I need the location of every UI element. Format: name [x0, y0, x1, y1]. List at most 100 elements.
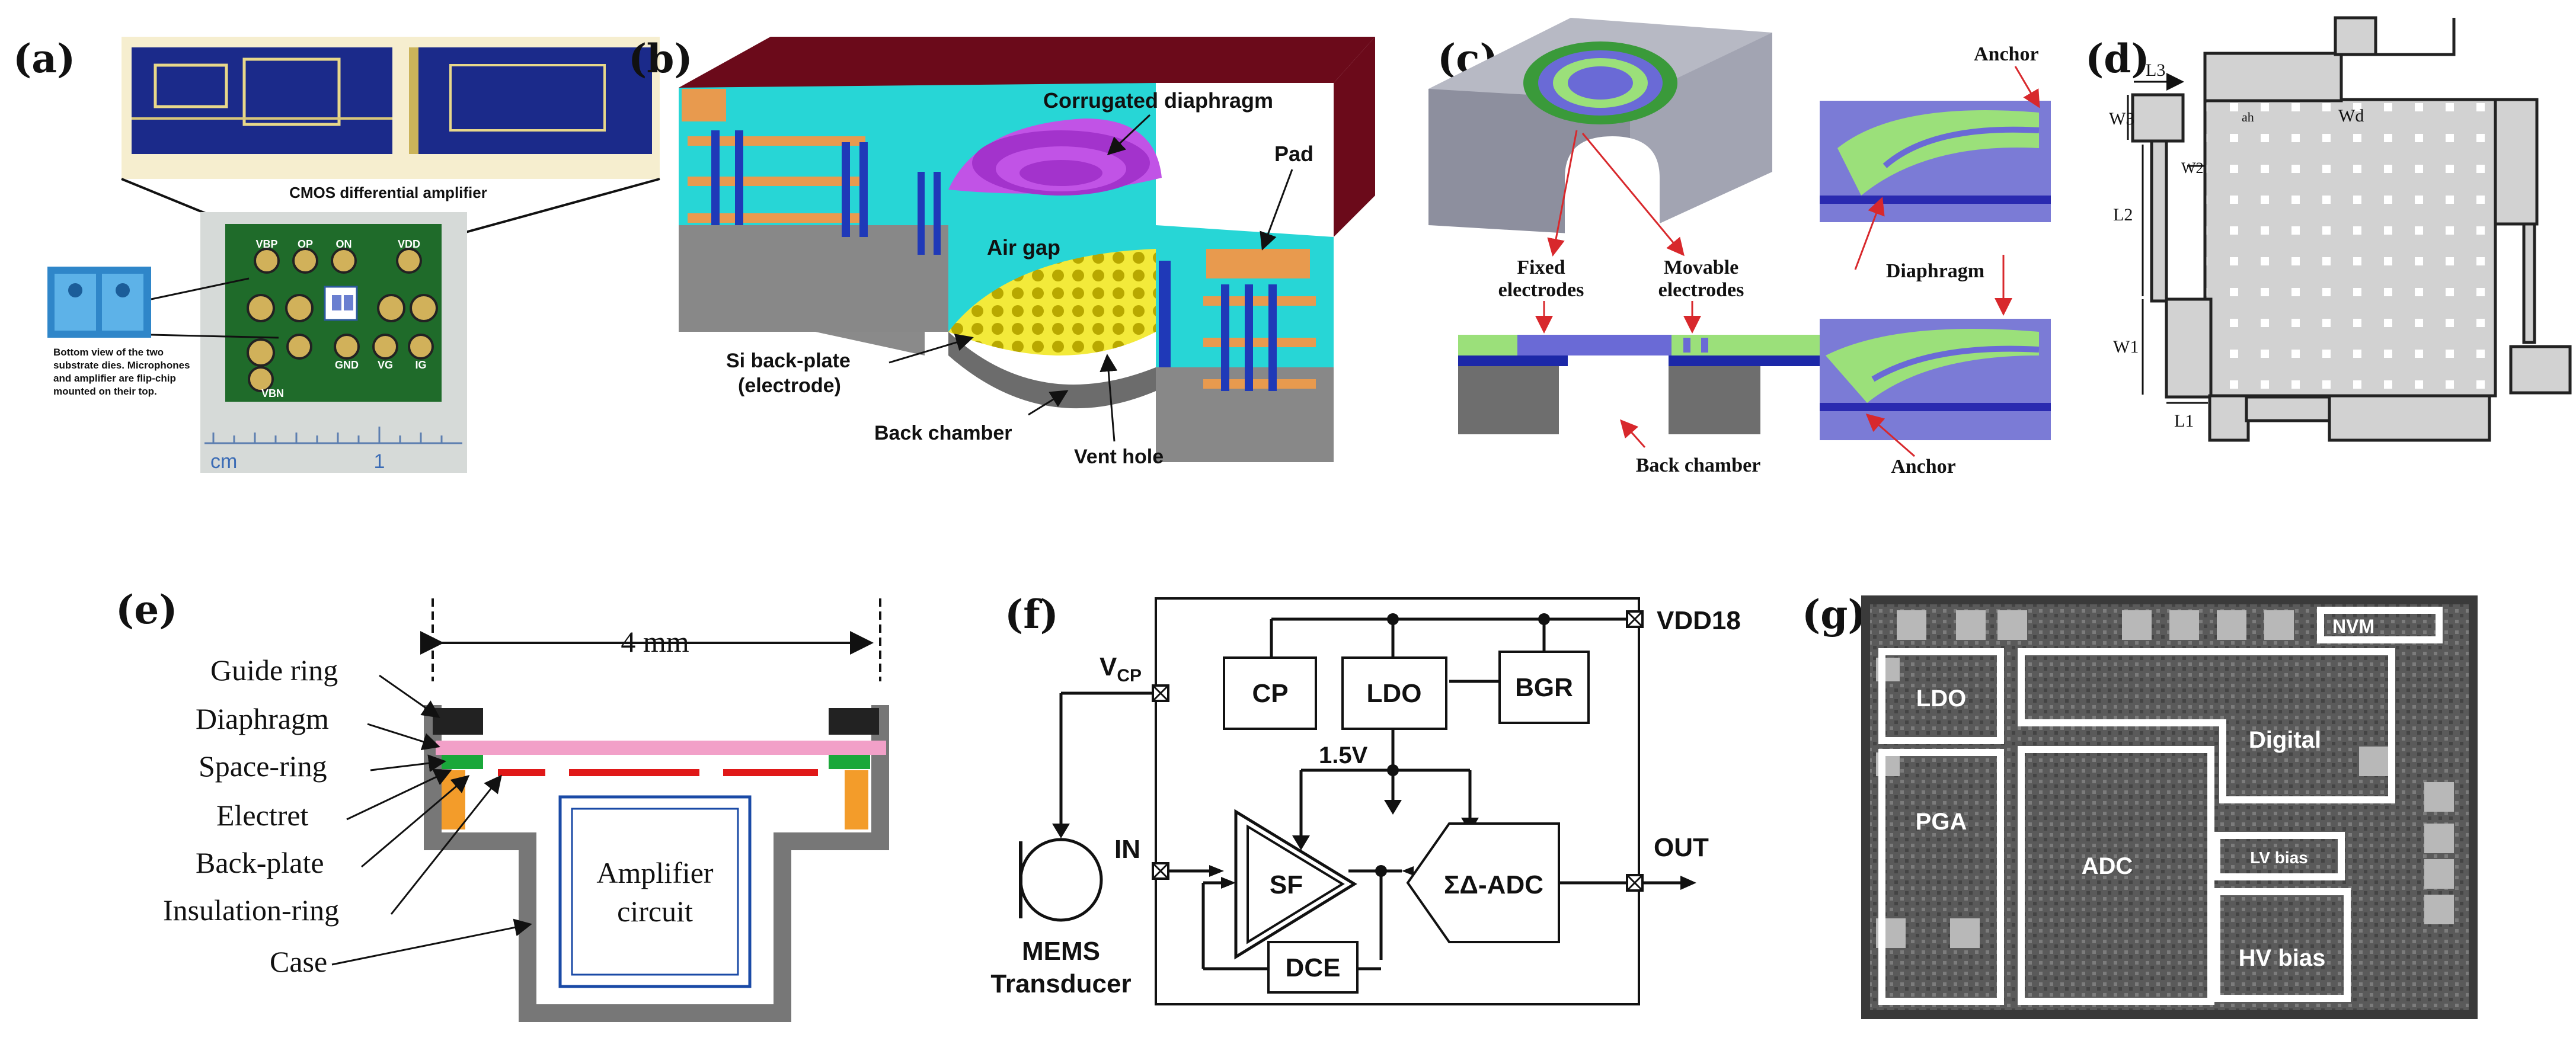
ruler-number: 1 — [374, 450, 385, 473]
amp-label-2: circuit — [617, 895, 693, 928]
layer-electret: Electret — [216, 799, 309, 832]
side-note: Bottom view of the two substrate dies. M… — [53, 347, 193, 397]
pin-label-ig: IG — [415, 359, 426, 371]
digital-region — [2018, 648, 2395, 803]
mems-transducer — [1019, 838, 1103, 922]
spring-diaphragm-layout — [2131, 16, 2572, 442]
label-vcp: VCP — [1100, 652, 1142, 686]
layer-case: Case — [270, 945, 327, 978]
layer-insulation-ring: Insulation-ring — [163, 893, 339, 927]
orange-layers — [682, 89, 1316, 389]
panel-a: (a) CMOS differential amplifier — [13, 36, 660, 473]
label-anchor-bottom: Anchor — [1891, 456, 1956, 478]
panel-f: (f) — [990, 591, 1741, 1005]
label-dce: DCE — [1286, 953, 1341, 982]
leader-lines — [331, 674, 532, 966]
red-arrow — [2014, 66, 2040, 108]
label-movable-1: Movable — [1664, 257, 1739, 278]
label-air-gap: Air gap — [987, 235, 1060, 260]
panel-label-e: (e) — [116, 587, 177, 633]
label-out: OUT — [1654, 833, 1709, 862]
label-1p5v: 1.5V — [1319, 742, 1368, 768]
adc-region — [2018, 746, 2214, 1005]
top-surface-side — [1334, 37, 1375, 237]
label-vent-hole: Vent hole — [1074, 446, 1164, 468]
dim-L3: L3 — [2146, 60, 2165, 80]
pin-label-vdd: VDD — [398, 238, 420, 250]
label-pga: PGA — [1916, 809, 1967, 835]
panel-label-f: (f) — [1005, 591, 1059, 638]
label-backplate-2: (electrode) — [738, 374, 841, 397]
red-arrow — [1620, 419, 1646, 448]
label-corrugated: Corrugated diaphragm — [1043, 88, 1273, 113]
asic-boundary — [1155, 597, 1640, 1005]
dim-L2: L2 — [2113, 205, 2133, 225]
label-adc: ΣΔ-ADC — [1444, 870, 1543, 899]
label-fixed-2: electrodes — [1498, 279, 1584, 301]
label-back-chamber: Back chamber — [874, 422, 1012, 444]
arrow — [889, 334, 974, 364]
panel-d: (d) L3 W3 ah Wd W2 L2 — [2085, 16, 2572, 442]
arrow — [1100, 354, 1118, 442]
label-pad: Pad — [1274, 142, 1313, 166]
layer-guide-ring: Guide ring — [210, 654, 338, 687]
panel-label-d: (d) — [2085, 36, 2150, 82]
label-nvm: NVM — [2332, 616, 2374, 637]
label-back-chamber-c: Back chamber — [1636, 454, 1761, 476]
signal-wires — [1059, 617, 1680, 970]
label-anchor-top: Anchor — [1974, 43, 2039, 65]
dim-L1: L1 — [2174, 411, 2194, 431]
panel-label-b: (b) — [628, 36, 693, 82]
ldo-region — [1878, 648, 2004, 744]
back-chamber — [948, 332, 1156, 409]
ldo-block — [1341, 656, 1447, 730]
label-backplate-1: Si back-plate — [726, 350, 851, 372]
die-photo — [1861, 595, 2478, 1019]
pcb-board — [200, 212, 467, 473]
dimension-4mm: 4 mm — [621, 625, 689, 658]
label-diaphragm: Diaphragm — [1886, 260, 1984, 282]
junction-dots — [1375, 613, 1550, 877]
label-cp: CP — [1252, 679, 1288, 708]
panel-c: (c) Fixed electrodes Movable ele — [1428, 18, 2051, 478]
arrowheads — [1052, 800, 1696, 890]
backplate-honeycomb — [948, 249, 1156, 355]
nvm-region — [2317, 607, 2443, 643]
pin-label-op: OP — [298, 238, 313, 250]
amplifier-chip-image — [122, 37, 660, 179]
label-bgr: BGR — [1515, 673, 1573, 702]
pga-region — [1878, 749, 2004, 1005]
label-mems-1: MEMS — [1022, 937, 1100, 966]
substrate-dies-image — [47, 267, 151, 338]
electret-mic-section — [424, 705, 889, 1022]
pad-crosses — [1152, 610, 1644, 892]
ruler-unit: cm — [210, 450, 237, 473]
sf-buffer-inner — [1247, 824, 1345, 944]
label-lv-bias: LV bias — [2250, 848, 2308, 867]
arrow — [1028, 390, 1069, 416]
pin-label-vg: VG — [378, 359, 393, 371]
substrate-block — [679, 225, 948, 332]
label-adc-g: ADC — [2082, 853, 2133, 879]
red-arrow — [1854, 197, 1885, 270]
label-in: IN — [1114, 835, 1140, 864]
callout-line — [151, 334, 279, 339]
callout-line — [151, 277, 250, 300]
mems-cross-section — [1458, 335, 1834, 434]
dim-ah: ah — [2242, 110, 2254, 124]
amp-label-1: Amplifier — [596, 856, 714, 889]
red-arrow — [1547, 130, 1578, 257]
label-hv-bias: HV bias — [2239, 945, 2326, 971]
label-mems-2: Transducer — [990, 969, 1131, 998]
label-ldo-g: LDO — [1916, 686, 1966, 712]
pin-label-on: ON — [336, 238, 352, 250]
chip-caption: CMOS differential amplifier — [289, 184, 487, 201]
block-outlines — [1878, 607, 2443, 1005]
pin-label-vbp: VBP — [255, 238, 277, 250]
arrow — [1260, 169, 1293, 251]
red-arrow — [1581, 133, 1685, 257]
label-ldo: LDO — [1367, 679, 1422, 708]
zoom-bottom-render — [1820, 319, 2051, 440]
layer-back-plate: Back-plate — [196, 846, 324, 879]
arrow — [1107, 114, 1151, 156]
